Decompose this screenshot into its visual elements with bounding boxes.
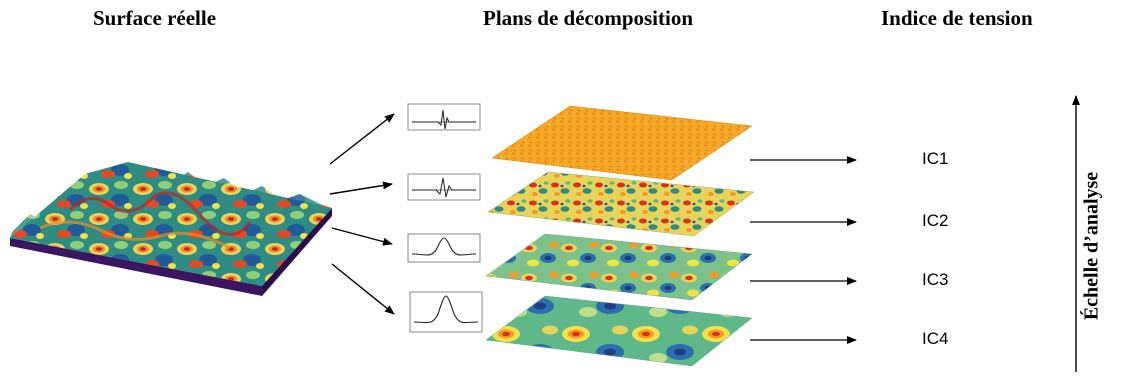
filter-box-4 (409, 291, 483, 333)
arrow-surface-to-filter-1 (329, 113, 395, 165)
title-tension-index: Indice de tension (881, 6, 1033, 30)
title-surface: Surface réelle (93, 6, 217, 30)
scale-axis-label: Échelle d’analyse (1080, 171, 1103, 321)
arrow-surface-to-filter-4 (331, 263, 395, 315)
title-decomposition-planes: Plans de décomposition (483, 6, 694, 30)
filter-box-2 (407, 173, 481, 201)
filter-box-1 (407, 103, 481, 131)
index-label-ic4: IC4 (922, 329, 949, 348)
plane-3 (485, 233, 753, 301)
filter-box-3 (407, 233, 481, 263)
index-label-ic3: IC3 (922, 270, 949, 289)
index-label-ic2: IC2 (922, 211, 949, 230)
plane-4 (485, 295, 753, 367)
plane-2 (487, 171, 755, 237)
arrow-surface-to-filter-3 (331, 227, 393, 246)
index-label-ic1: IC1 (922, 149, 949, 168)
arrow-surface-to-filter-2 (329, 181, 393, 195)
surface-terrain (10, 162, 332, 296)
plane-1 (491, 105, 753, 181)
